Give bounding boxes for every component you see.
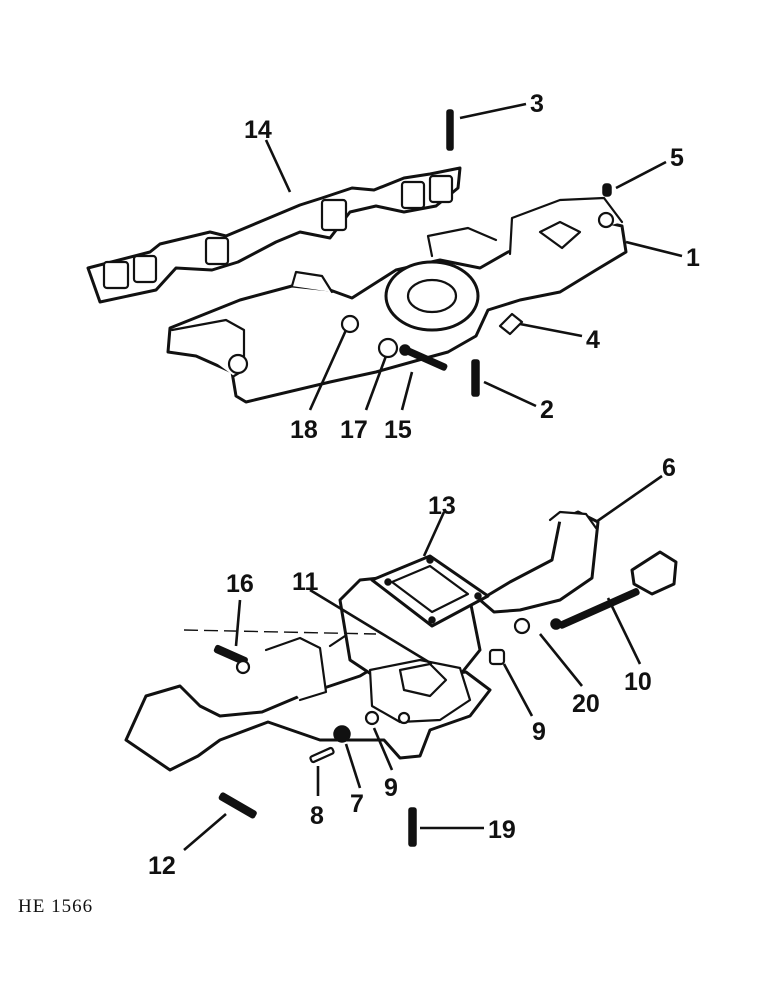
stud-19	[408, 807, 417, 847]
callout-3: 3	[530, 90, 544, 118]
callout-12: 12	[148, 852, 176, 880]
callout-1: 1	[686, 244, 700, 272]
leader-lines	[183, 102, 683, 851]
fitting-4	[498, 312, 524, 336]
callout-10: 10	[624, 668, 652, 696]
intake-gasket	[86, 166, 462, 304]
callout-2: 2	[540, 396, 554, 424]
callout-4: 4	[586, 326, 600, 354]
plug-5	[602, 183, 612, 197]
callout-14: 14	[244, 116, 272, 144]
stud-2	[471, 359, 480, 397]
bolt-15	[399, 344, 448, 371]
nut-9b	[488, 648, 506, 666]
callout-19: 19	[488, 816, 516, 844]
callout-17: 17	[340, 416, 368, 444]
stud-12	[218, 792, 257, 819]
callout-13: 13	[428, 492, 456, 520]
callout-9-right: 9	[532, 718, 546, 746]
callout-labels: 3 14 5 1 4 2 18 17 15 6 13 16 11 10 20 9…	[148, 90, 700, 880]
exhaust-manifold	[124, 510, 600, 772]
spring-7	[333, 725, 351, 743]
callout-7: 7	[350, 790, 364, 818]
exhaust-flange-gasket	[370, 554, 490, 628]
callout-20: 20	[572, 690, 600, 718]
callout-16: 16	[226, 570, 254, 598]
callout-18: 18	[290, 416, 318, 444]
callout-5: 5	[670, 144, 684, 172]
pin-8	[309, 746, 335, 764]
heat-control-rod	[550, 550, 678, 630]
callout-8: 8	[310, 802, 324, 830]
bolt-16	[213, 644, 251, 675]
nut-9a	[364, 710, 380, 726]
callout-11: 11	[292, 568, 319, 596]
callout-9-left: 9	[384, 774, 398, 802]
figure-code: HE 1566	[18, 896, 93, 917]
intake-manifold	[166, 196, 628, 404]
ring-20	[513, 617, 531, 635]
stud-top	[446, 109, 454, 151]
callout-15: 15	[384, 416, 412, 444]
callout-6: 6	[662, 454, 676, 482]
